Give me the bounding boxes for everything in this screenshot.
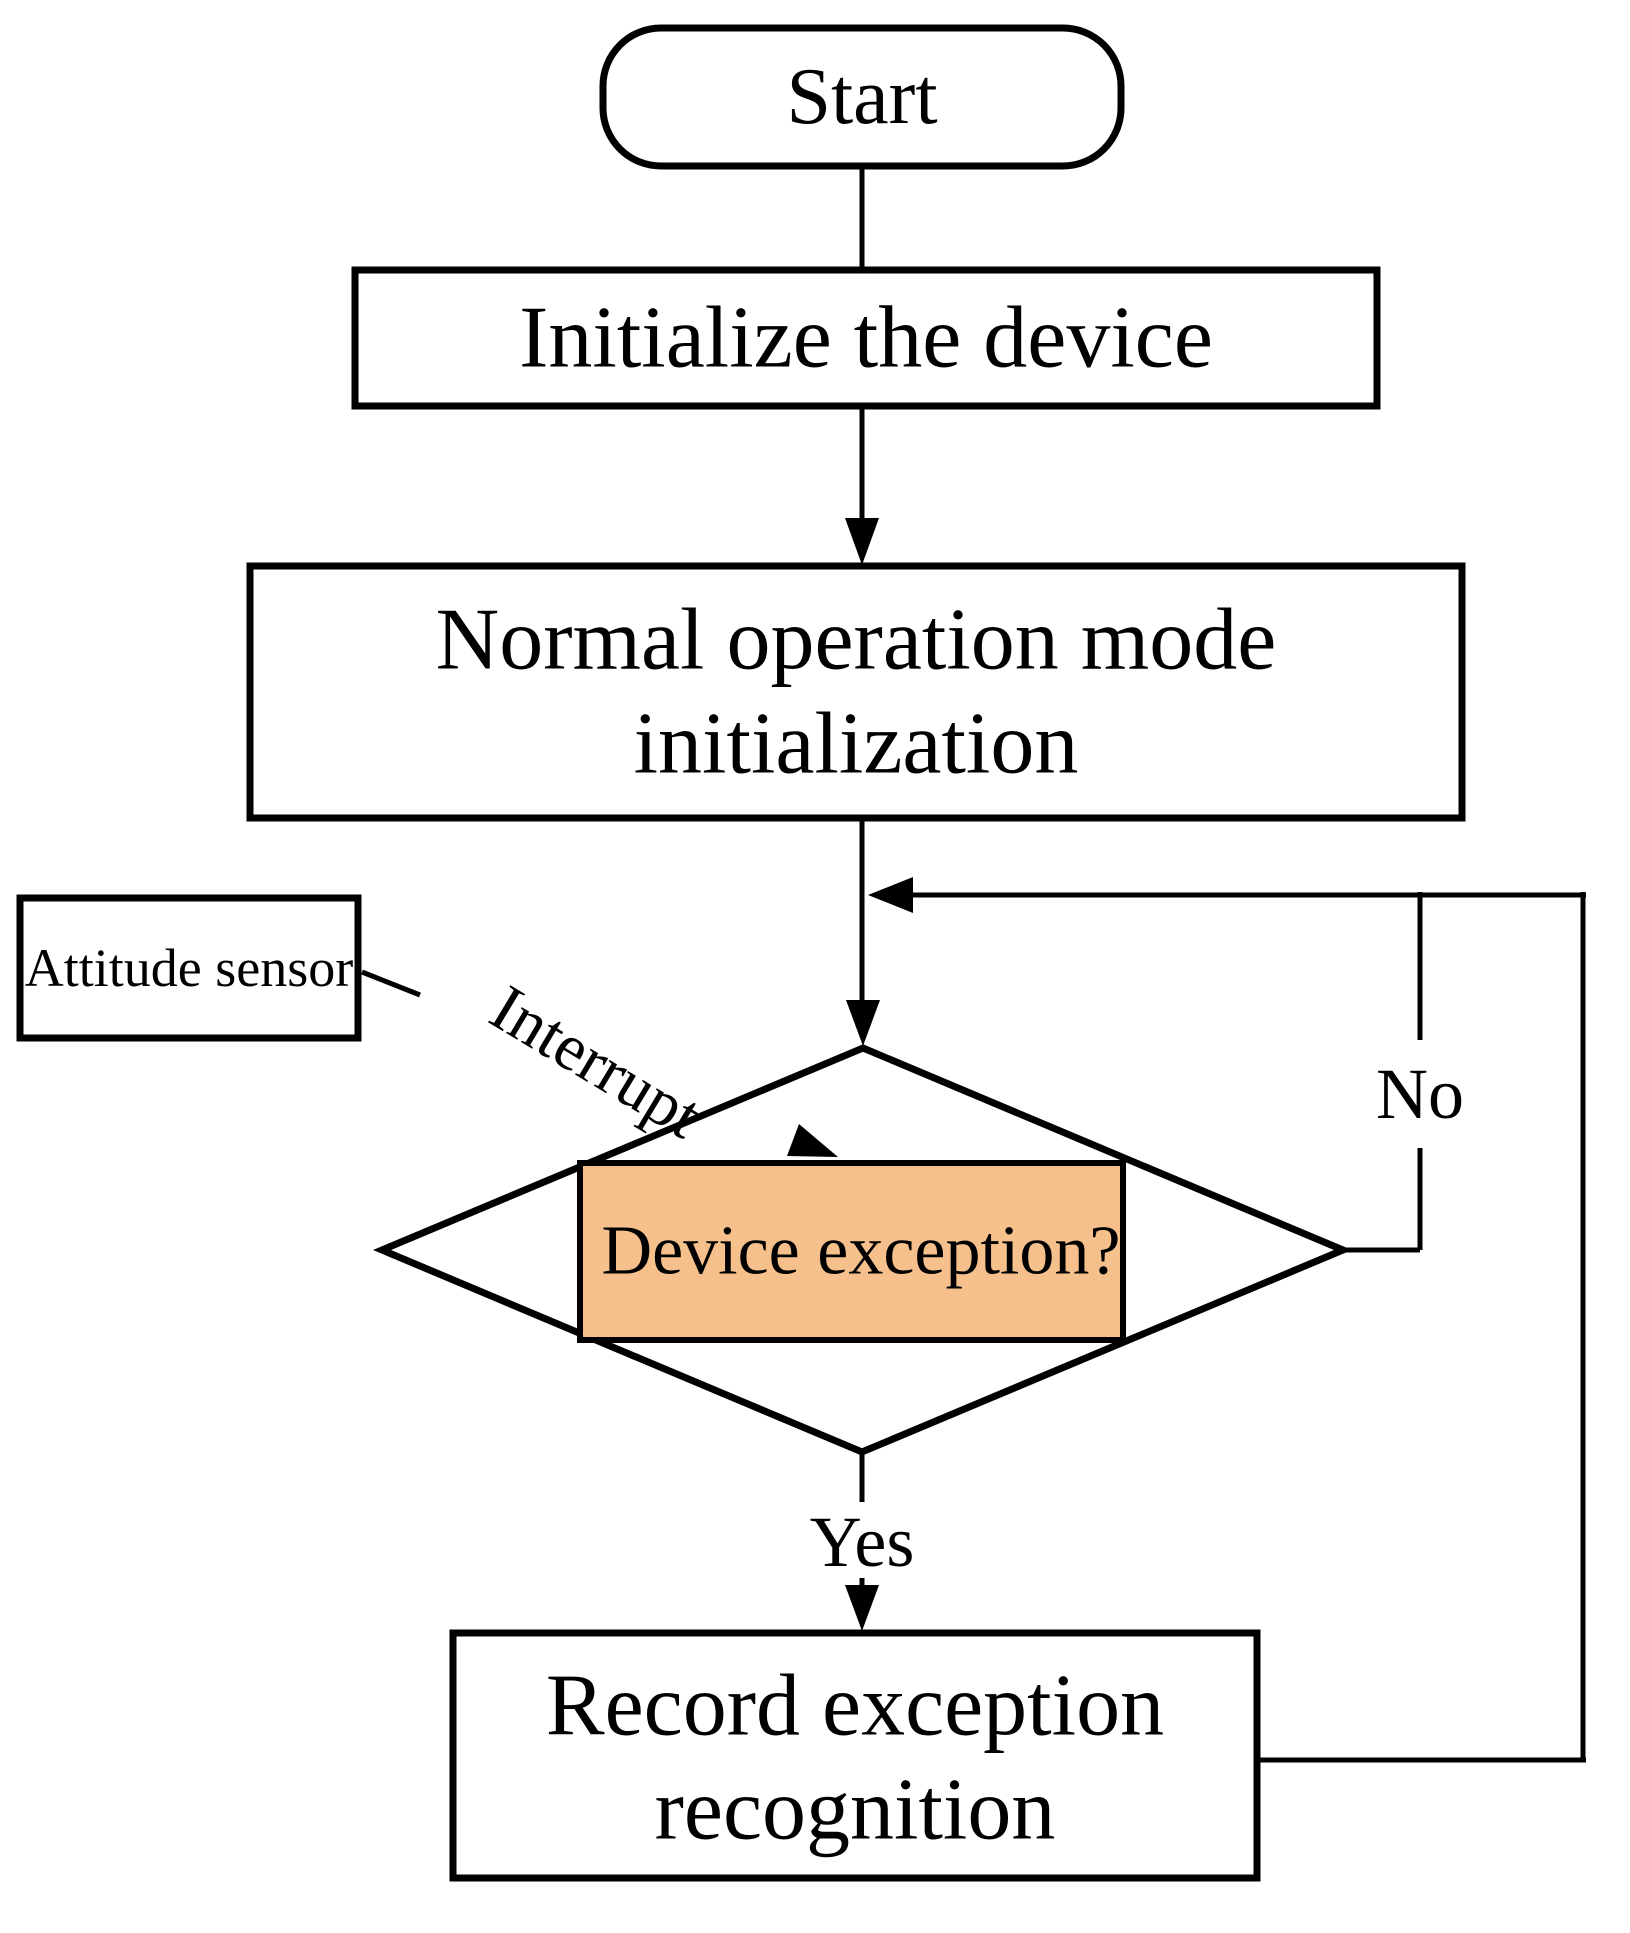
no-label-background bbox=[1372, 1040, 1468, 1148]
record-node-label-line2: recognition bbox=[655, 1762, 1056, 1859]
record-node-label-line1: Record exception bbox=[546, 1658, 1164, 1755]
arrowheads-group bbox=[787, 518, 913, 1631]
edge-interrupt-start-segment bbox=[361, 969, 421, 998]
interrupt-edge-label: Interrupt bbox=[478, 971, 714, 1152]
decision-highlight-rect bbox=[577, 1160, 1126, 1343]
arrowhead-into-record bbox=[845, 1585, 879, 1631]
arrowhead-into-normal bbox=[845, 518, 879, 565]
normal-node-label-line1: Normal operation mode bbox=[436, 592, 1277, 689]
yes-branch-label: Yes bbox=[810, 1502, 915, 1582]
arrowhead-feedback-left bbox=[868, 877, 913, 913]
attitude-node-label: Attitude sensor bbox=[25, 938, 353, 998]
start-node-shape bbox=[599, 24, 1125, 170]
initialize-node-label: Initialize the device bbox=[519, 290, 1213, 387]
attitude-node-shape bbox=[16, 894, 362, 1042]
arrowhead-into-decision bbox=[846, 1000, 880, 1046]
yes-label-background bbox=[790, 1502, 935, 1578]
no-branch-label: No bbox=[1376, 1054, 1464, 1134]
initialize-node-shape bbox=[351, 266, 1381, 410]
normal-node-label-line2: initialization bbox=[634, 696, 1079, 793]
start-node-label: Start bbox=[786, 53, 937, 141]
decision-node-label: Device exception? bbox=[602, 1213, 1121, 1290]
arrowhead-interrupt bbox=[787, 1124, 838, 1157]
normal-node-shape bbox=[246, 562, 1466, 822]
record-node-shape bbox=[449, 1629, 1261, 1882]
